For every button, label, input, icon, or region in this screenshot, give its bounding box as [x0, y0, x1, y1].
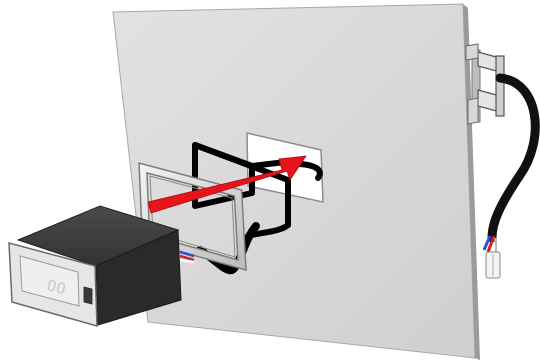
mounting-clip-icon: [466, 44, 504, 124]
mounting-panel: [113, 4, 480, 360]
reset-button[interactable]: [84, 287, 92, 304]
